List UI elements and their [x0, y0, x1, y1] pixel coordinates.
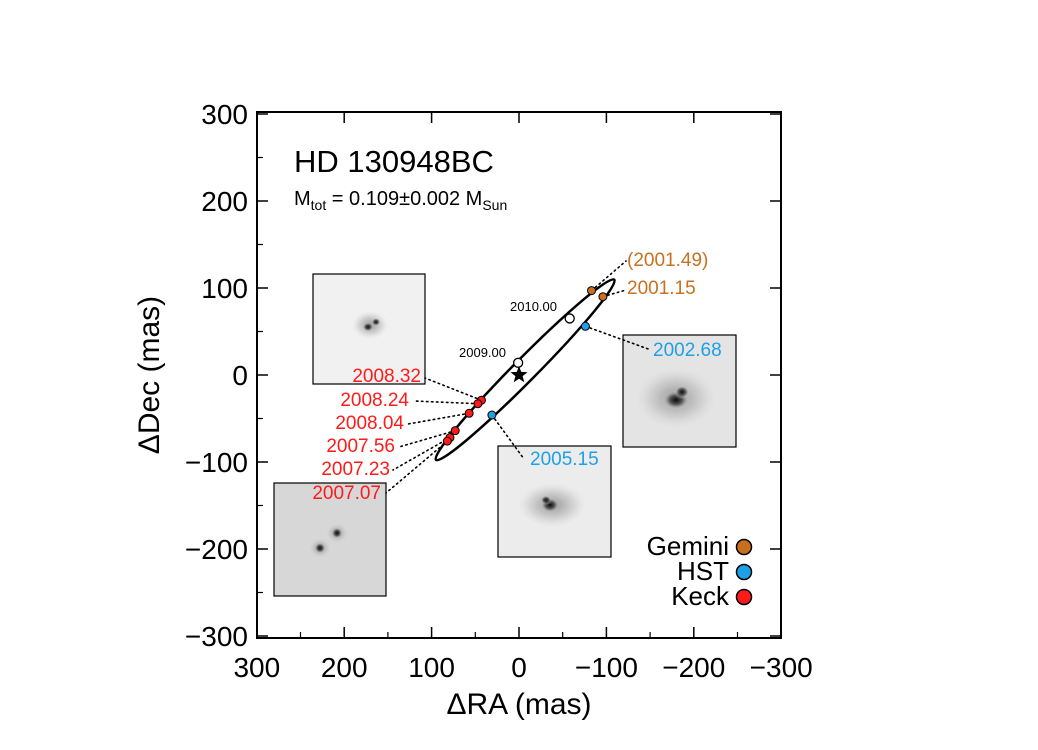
- x-axis-label: ΔRA (mas): [446, 688, 591, 721]
- legend: Gemini HST Keck: [647, 531, 753, 611]
- predicted-position-marker: [564, 313, 575, 324]
- y-tick-label: −300: [185, 621, 248, 652]
- epoch-label: 2008.24: [340, 390, 409, 411]
- leader-line: [424, 377, 483, 402]
- legend-marker-gemini: [735, 538, 753, 556]
- inset-image-upper-left: [312, 273, 426, 385]
- leader-line: [407, 412, 470, 425]
- y-axis-label: ΔDec (mas): [133, 296, 166, 454]
- data-point-keck: [473, 399, 483, 409]
- epoch-label: 2005.15: [530, 449, 599, 470]
- inset-image-bottom-center: [497, 445, 612, 558]
- data-point-hst: [487, 410, 497, 420]
- y-tick-label: 300: [201, 99, 248, 130]
- data-point-hst: [580, 321, 590, 331]
- predicted-epoch-label: 2010.00: [510, 299, 557, 314]
- epoch-label: 2008.04: [335, 413, 404, 434]
- leader-line: [602, 289, 627, 298]
- leader-line: [590, 260, 627, 292]
- legend-label-keck: Keck: [671, 581, 730, 611]
- epoch-label: (2001.49): [627, 250, 708, 271]
- legend-label-gemini: Gemini: [647, 531, 729, 561]
- x-tick-label: −100: [575, 652, 638, 683]
- epoch-label: 2008.32: [352, 366, 421, 387]
- y-tick-label: 200: [201, 186, 248, 217]
- point-labels: (2001.49) 2001.15 2002.68 2005.15 2008.32 200…: [312, 250, 721, 504]
- y-tick-label: −200: [185, 534, 248, 565]
- leader-line: [398, 429, 456, 448]
- leader-lines: [385, 260, 652, 494]
- x-tick-label: 100: [408, 652, 455, 683]
- x-tick-label: 0: [511, 652, 527, 683]
- epoch-label: 2007.07: [312, 483, 381, 504]
- y-tick-label: −100: [185, 447, 248, 478]
- data-point-gemini: [587, 286, 597, 296]
- mass-annotation: Mtot = 0.109±0.002 MSun: [294, 188, 507, 213]
- chart-title: HD 130948BC: [294, 144, 494, 179]
- predicted-epoch-label: 2009.00: [459, 345, 506, 360]
- leader-line: [584, 325, 652, 351]
- leader-line: [385, 440, 449, 494]
- x-tick-label: 300: [233, 652, 280, 683]
- epoch-label: 2007.23: [321, 459, 390, 480]
- inset-image-lower-left: [273, 482, 387, 597]
- leader-line: [491, 414, 525, 460]
- data-point-gemini: [598, 292, 608, 302]
- data-point-keck: [450, 426, 460, 436]
- primary-star-icon: [510, 366, 528, 383]
- epoch-label: 2001.15: [627, 278, 696, 299]
- data-point-keck: [464, 408, 474, 418]
- y-axis: 300 200 100 0 −100 −200 −300: [185, 99, 781, 652]
- x-tick-label: −200: [662, 652, 725, 683]
- x-tick-label: 200: [321, 652, 368, 683]
- predicted-position-marker: [512, 357, 524, 368]
- data-point-keck: [442, 436, 452, 446]
- data-points: [442, 286, 608, 446]
- epoch-label: 2002.68: [653, 340, 722, 361]
- inset-image-right: [622, 334, 737, 448]
- y-tick-label: 0: [232, 360, 248, 391]
- legend-marker-hst: [735, 563, 753, 581]
- legend-label-hst: HST: [677, 556, 729, 586]
- x-tick-label: −300: [750, 652, 813, 683]
- legend-marker-keck: [735, 588, 753, 606]
- x-axis: 300 200 100 0 −100 −200 −300: [233, 112, 813, 683]
- leader-line: [413, 400, 479, 405]
- y-tick-label: 100: [201, 273, 248, 304]
- epoch-label: 2007.56: [326, 436, 395, 457]
- leader-line: [392, 436, 451, 471]
